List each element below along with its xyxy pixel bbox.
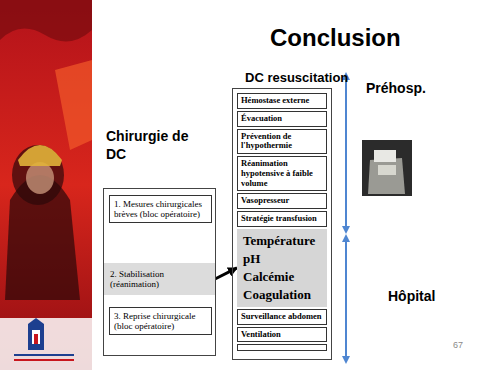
step-label: Hémostase externe	[241, 96, 323, 106]
step-box: Réanimation hypotensive à faible volume	[237, 156, 327, 191]
step-box: Prévention de l'hypothermie	[237, 129, 327, 155]
step-label: 1. Mesures chirurgicales brèves (bloc op…	[114, 199, 207, 219]
step-box: Stratégie transfusion	[237, 211, 327, 227]
prehosp-arrow	[346, 76, 347, 230]
panel-heading: Chirurgie de DC	[106, 128, 211, 163]
empty-box	[237, 344, 327, 351]
step-box: 2. Stabilisation (réanimation)	[104, 263, 215, 295]
step-label: Évacuation	[241, 114, 323, 124]
surgery-panel: Chirurgie de DC1. Mesures chirurgicales …	[103, 188, 216, 356]
step-box: 3. Reprise chirurgicale (bloc opératoire…	[109, 307, 212, 335]
side-banner	[0, 0, 95, 370]
step-label: 3. Reprise chirurgicale (bloc opératoire…	[114, 311, 207, 331]
step-label: 2. Stabilisation (réanimation)	[110, 269, 209, 289]
parameter-label: Calcémie	[243, 268, 321, 286]
step-label: Vasopresseur	[241, 196, 323, 206]
hospital-arrow	[346, 238, 347, 360]
step-box: Vasopresseur	[237, 193, 327, 209]
step-box: Ventilation	[237, 327, 327, 343]
phase-label: Hôpital	[388, 288, 435, 304]
step-label: Ventilation	[241, 330, 323, 340]
step-label: Réanimation hypotensive à faible volume	[241, 159, 323, 188]
parameter-label: Coagulation	[243, 286, 321, 304]
slide-title: Conclusion	[270, 24, 401, 52]
parameter-label: pH	[243, 250, 321, 268]
step-box: Surveillance abdomen	[237, 309, 327, 325]
bag-photo	[362, 140, 412, 196]
vital-parameter-box: TempératurepHCalcémieCoagulation	[237, 229, 327, 307]
step-box: 1. Mesures chirurgicales brèves (bloc op…	[109, 195, 212, 223]
page-number: 67	[453, 340, 463, 350]
flow-arrow	[215, 268, 237, 279]
step-box: Évacuation	[237, 111, 327, 127]
resuscitation-panel: DC resuscitationHémostase externeÉvacuat…	[232, 88, 332, 360]
step-label: Surveillance abdomen	[241, 312, 323, 322]
panel-heading: DC resuscitation	[245, 70, 348, 85]
parameter-label: Température	[243, 232, 321, 250]
step-label: Stratégie transfusion	[241, 214, 323, 224]
phase-label: Préhosp.	[366, 80, 426, 96]
step-box: Hémostase externe	[237, 93, 327, 109]
step-label: Prévention de l'hypothermie	[241, 132, 323, 152]
